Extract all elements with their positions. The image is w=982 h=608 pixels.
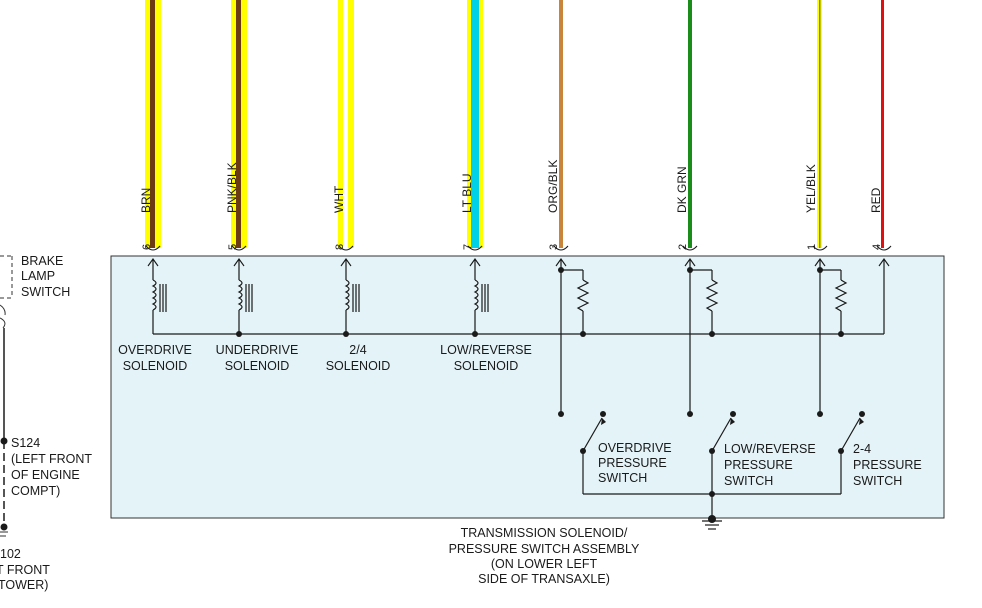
assembly-label-3: (ON LOWER LEFT xyxy=(491,557,598,571)
switch-label-24-2: PRESSURE xyxy=(853,458,922,472)
splice-label-1: S124 xyxy=(11,436,40,450)
wire-label-red: RED xyxy=(869,187,883,213)
assembly-label-1: TRANSMISSION SOLENOID/ xyxy=(461,526,628,540)
wire-yel-blk xyxy=(817,0,822,248)
switch-label-overdrive-3: SWITCH xyxy=(598,471,647,485)
pin-number-4: 4 xyxy=(871,244,883,250)
assembly-box xyxy=(110,255,945,519)
splice-label-2: (LEFT FRONT xyxy=(11,452,92,466)
junction-dots xyxy=(236,267,865,523)
pin-number-7: 7 xyxy=(462,244,474,250)
splice-label-4: COMPT) xyxy=(11,484,60,498)
ground-label-1: 102 xyxy=(0,547,21,561)
splice-dot xyxy=(0,437,8,445)
switch-label-low-reverse-2: PRESSURE xyxy=(724,458,793,472)
wire-label-lt-blu: LT BLU xyxy=(460,173,474,213)
solenoid-label-24-2: SOLENOID xyxy=(326,359,391,373)
solenoid-label-overdrive-1: OVERDRIVE xyxy=(118,343,192,357)
brake-lamp-switch-label-2: LAMP xyxy=(21,269,55,283)
pin-number-3: 3 xyxy=(548,244,560,250)
switch-label-overdrive-1: OVERDRIVE xyxy=(598,441,672,455)
switch-label-low-reverse-3: SWITCH xyxy=(724,474,773,488)
wire-label-brn: BRN xyxy=(139,188,153,213)
pin-number-1: 1 xyxy=(806,244,818,250)
wire-label-org-blk: ORG/BLK xyxy=(546,160,560,213)
ground-label-3: TOWER) xyxy=(0,578,48,592)
switch-label-low-reverse-1: LOW/REVERSE xyxy=(724,442,816,456)
solenoid-label-24-1: 2/4 xyxy=(349,343,366,357)
ground-label-2: T FRONT xyxy=(0,563,50,577)
ground-dot xyxy=(0,523,8,531)
solenoid-label-underdrive-1: UNDERDRIVE xyxy=(216,343,299,357)
switch-label-24-3: SWITCH xyxy=(853,474,902,488)
assembly-label-2: PRESSURE SWITCH ASSEMBLY xyxy=(449,542,640,556)
pin-number-2: 2 xyxy=(677,244,689,250)
wire-lt-blu xyxy=(467,0,483,248)
wire-dk-grn xyxy=(688,0,692,248)
brake-lamp-switch-label-3: SWITCH xyxy=(21,285,70,299)
wire-brn xyxy=(145,0,161,248)
switch-label-overdrive-2: PRESSURE xyxy=(598,456,667,470)
left-circuit xyxy=(0,255,13,537)
internal-circuit xyxy=(151,259,885,530)
wire-red xyxy=(881,0,884,248)
solenoid-label-underdrive-2: SOLENOID xyxy=(225,359,290,373)
wire-org-blk xyxy=(559,0,563,248)
assembly-label-4: SIDE OF TRANSAXLE) xyxy=(478,572,610,586)
switch-label-24-1: 2-4 xyxy=(853,442,871,456)
brake-lamp-switch-label-1: BRAKE xyxy=(21,254,63,268)
switch-arrows xyxy=(601,418,864,425)
wire-label-pnk-blk: PNK/BLK xyxy=(225,162,239,213)
wire-label-wht: WHT xyxy=(332,185,346,213)
splice-label-3: OF ENGINE xyxy=(11,468,80,482)
wire-wht xyxy=(338,0,354,248)
solenoid-label-overdrive-2: SOLENOID xyxy=(123,359,188,373)
wire-label-dk-grn: DK GRN xyxy=(675,166,689,213)
solenoid-label-low-reverse-2: SOLENOID xyxy=(454,359,519,373)
wire-label-yel-blk: YEL/BLK xyxy=(804,164,818,213)
solenoid-label-low-reverse-1: LOW/REVERSE xyxy=(440,343,532,357)
wire-pnk-blk xyxy=(231,0,247,248)
